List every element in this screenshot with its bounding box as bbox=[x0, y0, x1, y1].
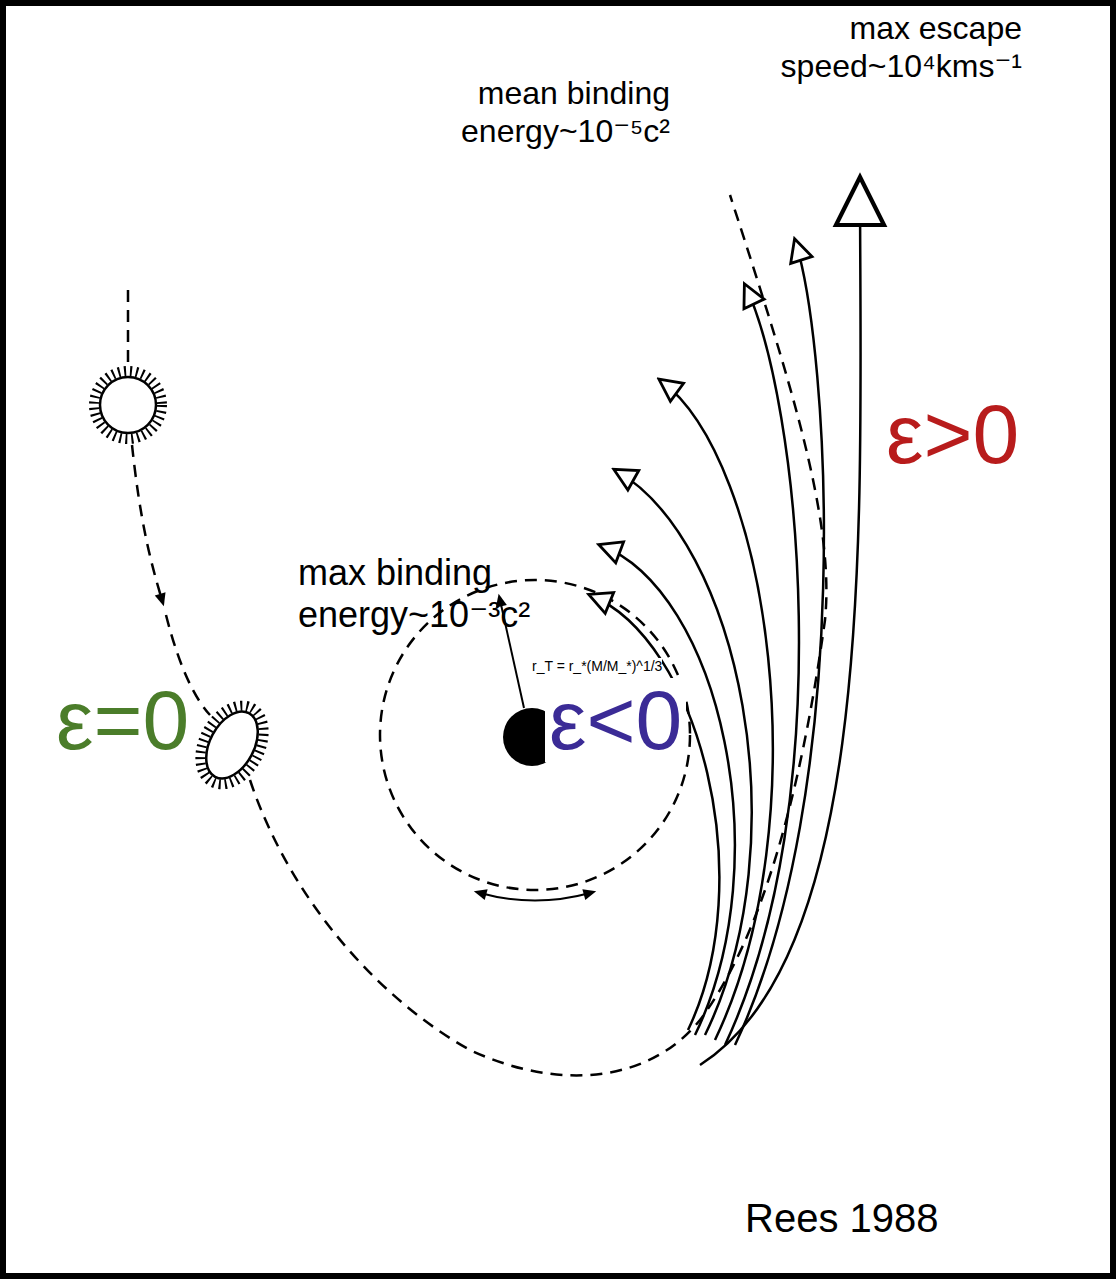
binding-annotation: mean binding energy~10⁻⁵c² bbox=[380, 75, 670, 151]
speed-annotation: max escape speed~10⁴kms⁻¹ bbox=[712, 10, 1022, 86]
stellar-orbit bbox=[128, 195, 826, 1075]
energy-sign-label: ε<0 bbox=[545, 678, 686, 762]
debris-streams bbox=[590, 180, 861, 1065]
spread-arrow bbox=[480, 893, 590, 901]
star-symbol bbox=[94, 371, 162, 439]
radius-formula: r_T = r_*(M/M_*)^1/3 bbox=[532, 658, 662, 675]
energy-sign-label: ε=0 bbox=[52, 678, 193, 762]
energy-sign-label: ε>0 bbox=[882, 392, 1023, 476]
citation: Rees 1988 bbox=[745, 1195, 938, 1242]
stretched-star-symbol bbox=[188, 695, 277, 795]
binding-annotation: max binding energy~10⁻³c² bbox=[298, 552, 578, 637]
